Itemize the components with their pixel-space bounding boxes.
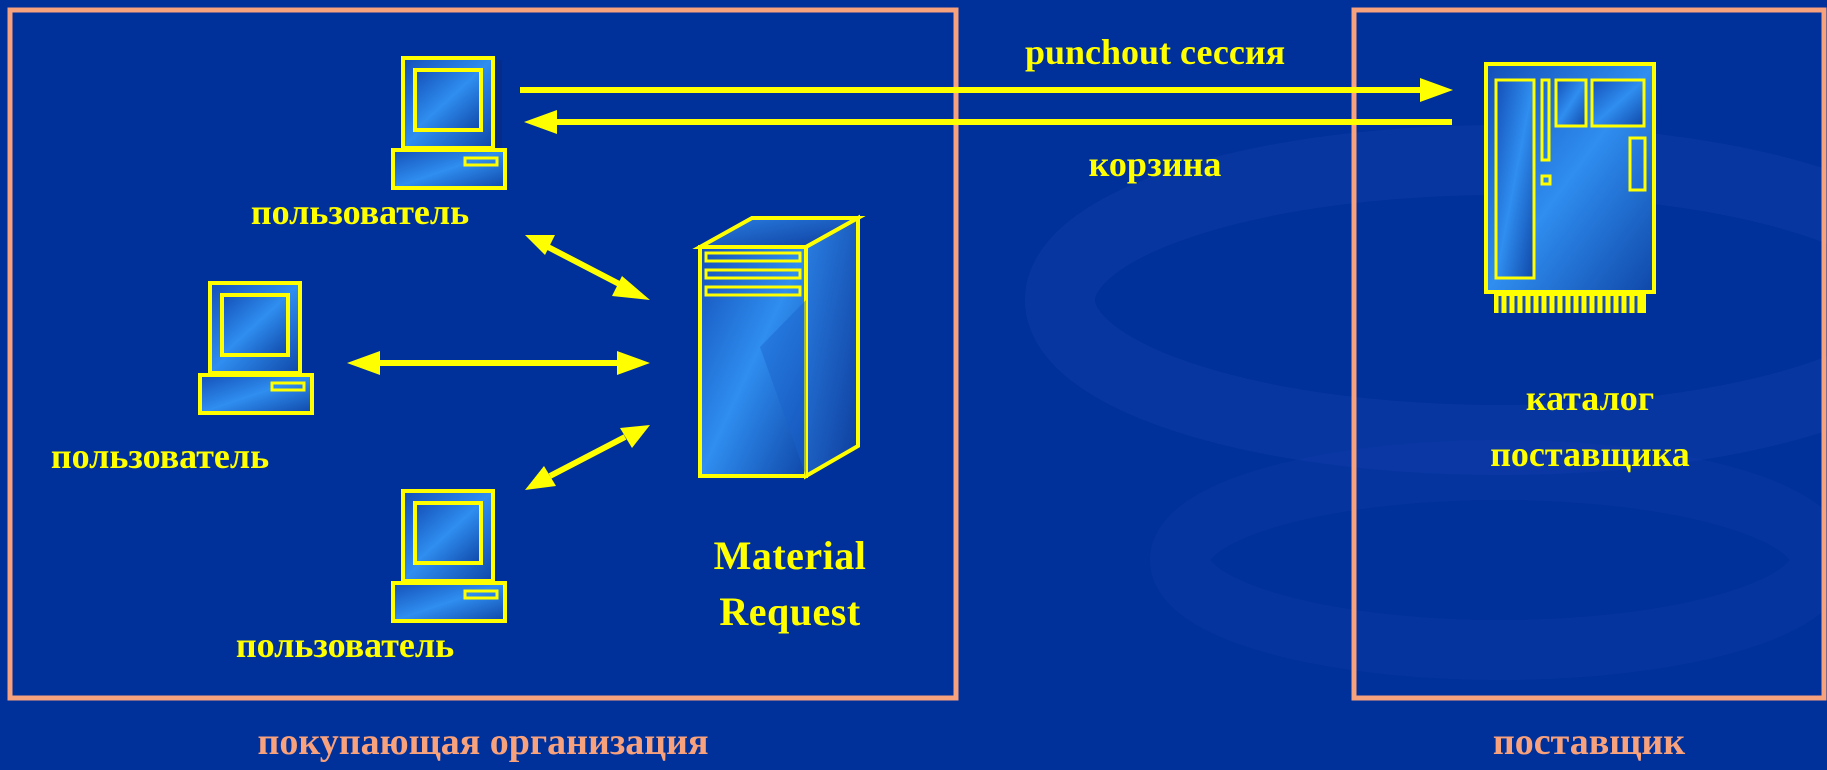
punchout-arrow [520,78,1453,102]
supplier-title: поставщик [1492,721,1686,763]
buyer-organization-title: покупающая организация [257,721,709,763]
server-label-line2: Request [719,589,861,634]
cart-arrow [524,110,1452,134]
user-server-arrow-top [525,235,650,300]
user-computer-icon [198,281,314,415]
user-server-arrow-bottom [525,425,650,490]
user-computer-icon [391,489,507,623]
catalog-label-line1: каталог [1525,378,1655,418]
supplier-box [1351,7,1827,701]
user-label-top: пользователь [250,192,470,232]
user-server-arrow-middle [347,351,650,375]
user-computer-icon [391,56,507,190]
server-icon [692,214,866,480]
server-label-line1: Material [713,533,867,578]
buyer-organization-box [7,7,959,701]
cart-label: корзина [1088,144,1222,184]
catalog-server-icon [1484,62,1656,313]
catalog-label-line2: поставщика [1490,434,1690,474]
user-label-middle: пользователь [50,436,270,476]
user-label-bottom: пользователь [235,625,455,665]
punchout-session-label: punchout сессия [1024,32,1286,72]
